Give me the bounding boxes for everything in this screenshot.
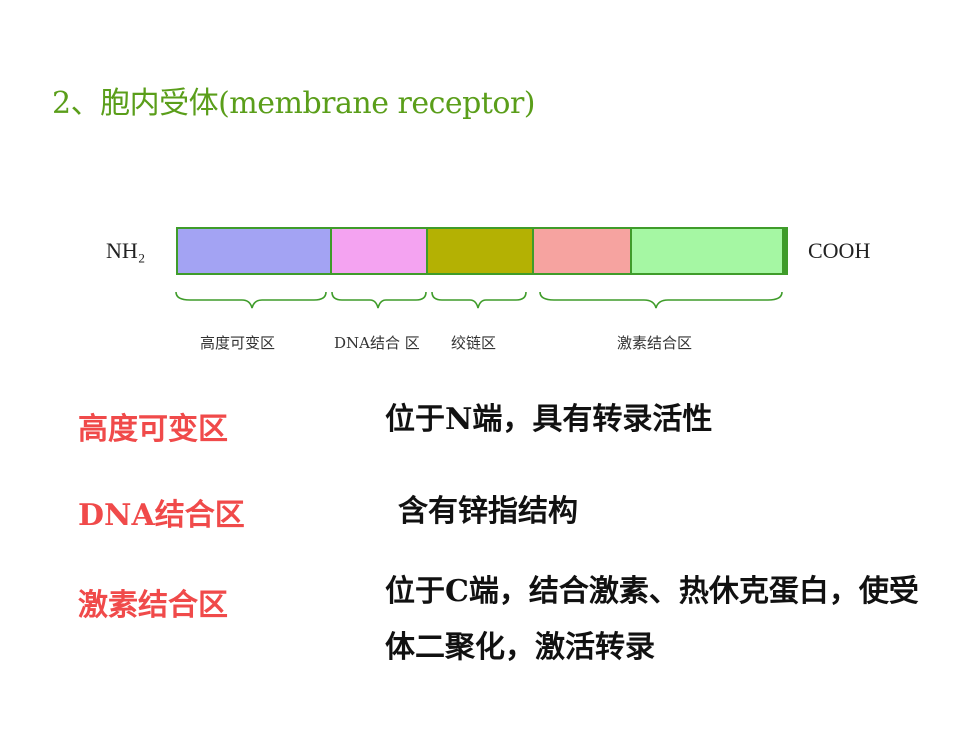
region-label-dna-binding: DNA结合 区 [334,334,420,352]
page-title: 2、胞内受体(membrane receptor) [52,86,536,121]
cooh-terminus-label: COOH [808,238,871,263]
desc-variable-region: 位于N端，具有转录活性 [385,402,713,437]
desc-hormone-binding-region: 位于C端，结合激素、热休克蛋白，使受体二聚化，激活转录 [385,574,919,665]
brace-variable-region [175,291,327,309]
nh2-terminus-label: NH₂ [106,238,146,263]
segment-hinge-region [428,229,532,273]
region-braces [175,291,783,309]
region-label-hormone-binding: 激素结合区 [617,334,693,352]
segment-hormone-binding-region-a [534,229,630,273]
region-label-hinge: 绞链区 [451,334,497,352]
term-variable-region: 高度可变区 [78,412,228,447]
receptor-domain-bar [176,227,788,275]
term-hormone-binding-region: 激素结合区 [78,588,228,623]
brace-hormone-binding-region [539,291,783,309]
desc-dna-binding-region: 含有锌指结构 [398,494,578,529]
term-dna-binding-region: DNA结合区 [78,498,245,533]
brace-dna-binding-region [331,291,427,309]
region-label-variable: 高度可变区 [200,334,276,352]
brace-hinge-region [431,291,527,309]
segment-hormone-binding-region-b [632,229,782,273]
segment-dna-binding-region [332,229,426,273]
segment-variable-region [178,229,330,273]
